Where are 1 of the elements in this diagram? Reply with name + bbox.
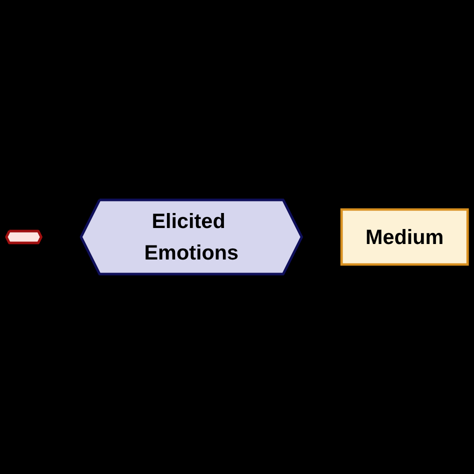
node-box: Medium — [340, 208, 469, 266]
